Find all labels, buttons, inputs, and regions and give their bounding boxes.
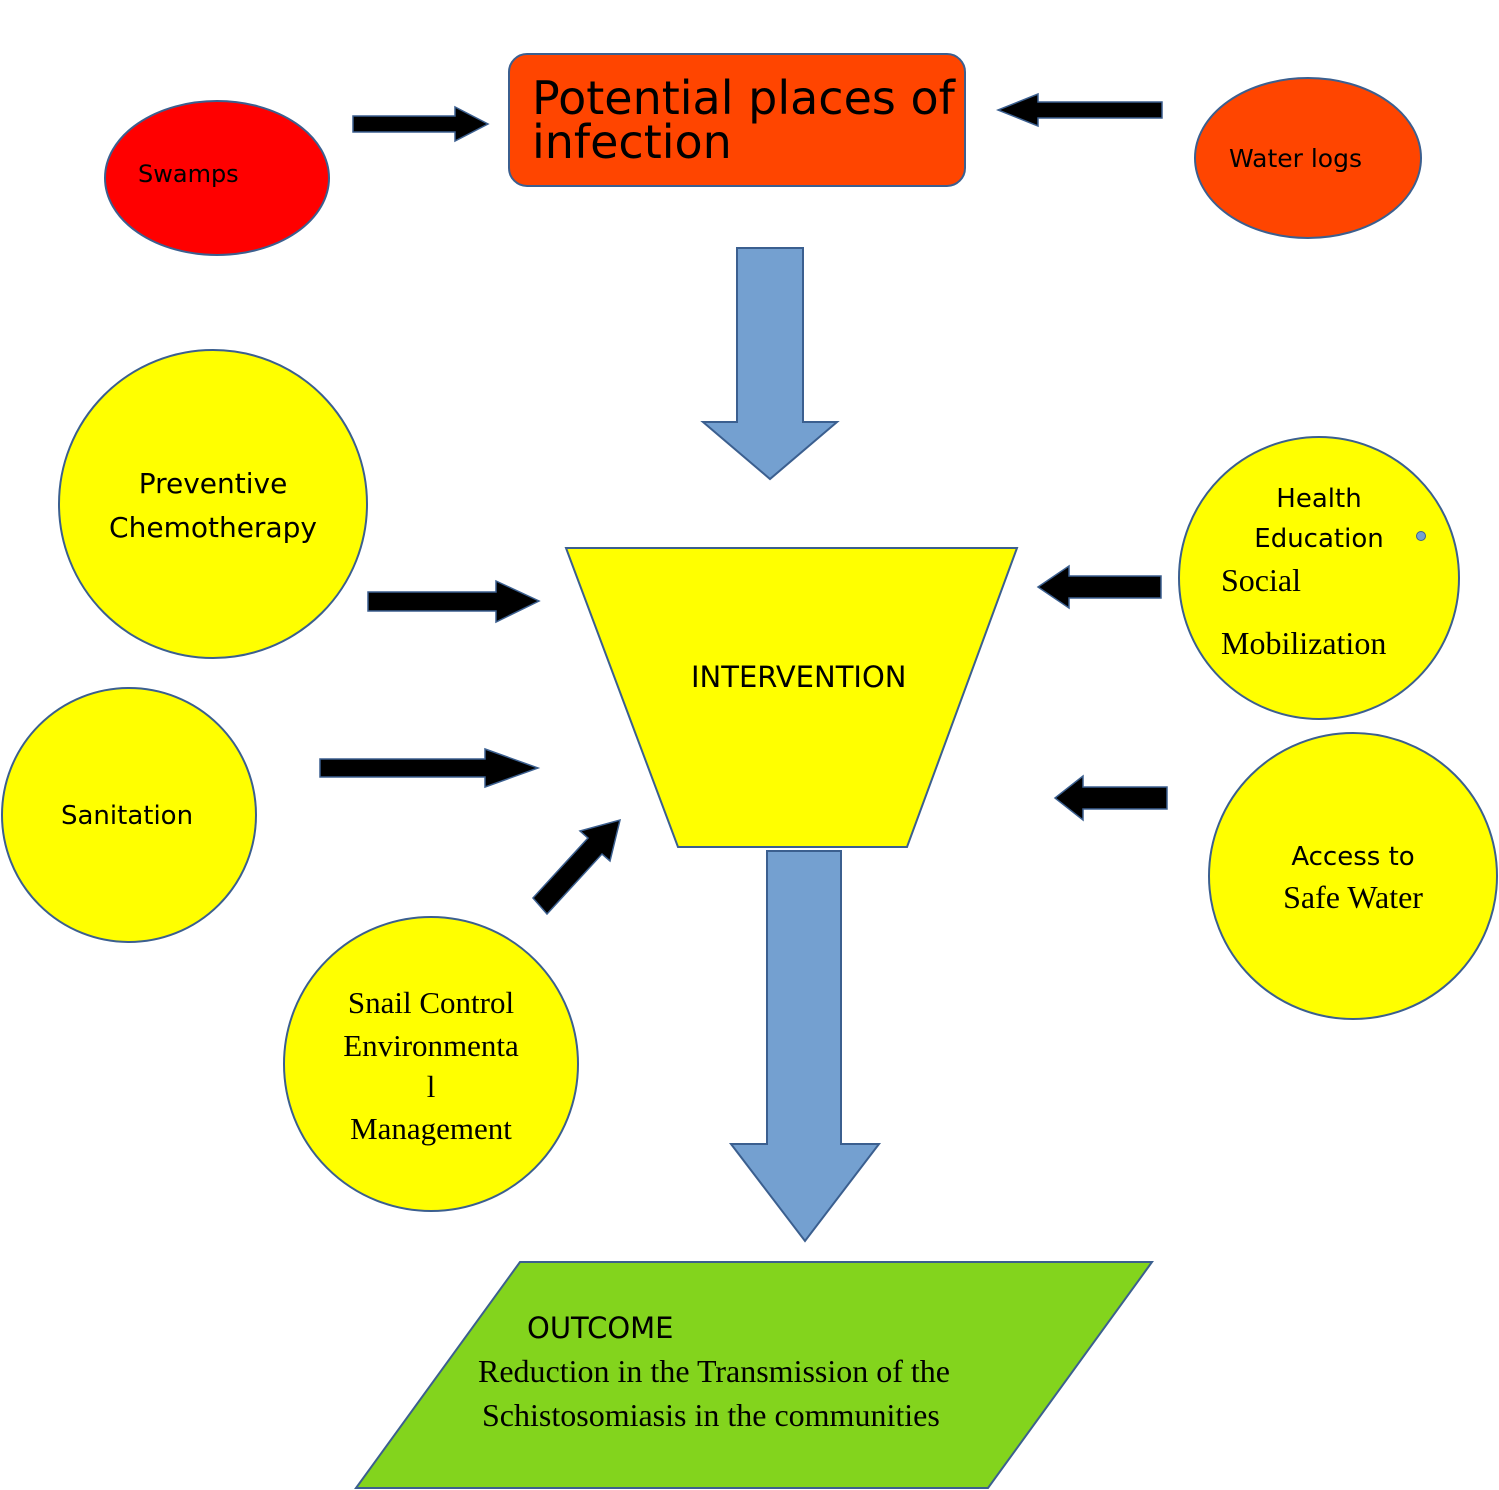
outcome-line2: Schistosomiasis in the communities — [482, 1397, 940, 1433]
arrow-health-to-intervention — [1036, 564, 1162, 610]
arrow-swamps-to-places — [352, 105, 490, 143]
health-label-line1: Health — [1276, 484, 1362, 514]
arrow-sanitation-to-intervention — [319, 747, 541, 789]
snail-label-line2: Environmenta — [343, 1028, 519, 1063]
arrow-snail-to-intervention — [531, 818, 622, 916]
safe-water-line2: Safe Water — [1283, 879, 1423, 915]
arrow-water-to-intervention — [1053, 774, 1168, 822]
potential-places-box — [508, 53, 966, 187]
health-label-line2: Education — [1254, 524, 1384, 554]
arrow-chemotherapy-to-intervention — [367, 579, 541, 624]
snail-label-line3: l — [426, 1069, 436, 1104]
health-label-line3: Social — [1221, 562, 1301, 598]
outcome-title: OUTCOME — [527, 1311, 674, 1345]
swamps-node — [104, 100, 330, 256]
safe-water-node — [1208, 732, 1498, 1020]
water-logs-label: Water logs — [1229, 144, 1362, 173]
health-label-line4: Mobilization — [1221, 625, 1387, 661]
potential-places-line1: Potential places of — [532, 71, 955, 125]
snail-label-line1: Snail Control — [347, 985, 515, 1020]
outcome-line1: Reduction in the Transmission of the — [478, 1353, 950, 1389]
outcome-box — [354, 1261, 1154, 1489]
sanitation-node — [1, 687, 257, 943]
down-arrow-to-outcome — [728, 850, 882, 1243]
preventive-label-line1: Preventive — [138, 467, 288, 500]
snail-control-node — [283, 916, 579, 1212]
intervention-label: INTERVENTION — [691, 660, 907, 694]
health-education-node — [1178, 436, 1460, 720]
swamps-label: Swamps — [138, 160, 239, 188]
water-logs-node — [1194, 77, 1422, 239]
intervention-funnel — [564, 547, 1019, 848]
snail-label-line4: Management — [350, 1111, 512, 1146]
arrow-waterlogs-to-places — [995, 92, 1163, 128]
down-arrow-to-intervention — [700, 247, 840, 481]
preventive-label-line2: Chemotherapy — [109, 511, 317, 544]
safe-water-line1: Access to — [1291, 842, 1415, 872]
potential-places-line2: infection — [532, 115, 732, 169]
sanitation-label: Sanitation — [61, 801, 194, 831]
preventive-chemotherapy-node — [58, 349, 368, 659]
bullet-dot — [1416, 531, 1426, 541]
